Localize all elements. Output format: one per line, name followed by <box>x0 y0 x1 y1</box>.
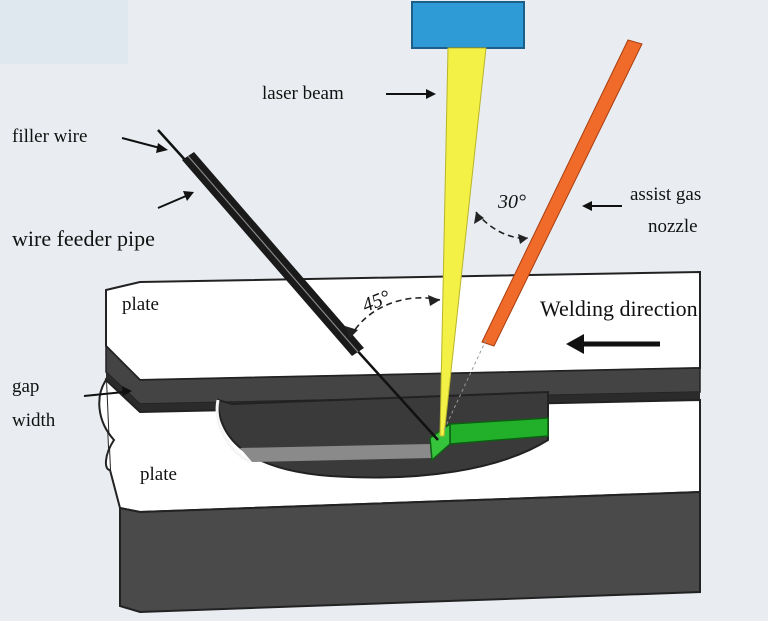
wire-feeder-pipe-label: wire feeder pipe <box>12 226 155 251</box>
wire-angle-arrowhead-1 <box>345 326 358 338</box>
width-label: width <box>12 410 56 431</box>
upper-plate-top <box>105 270 701 382</box>
nozzle-angle-arrowhead-1 <box>474 212 484 224</box>
pipe-highlight <box>187 155 359 353</box>
laser-beam <box>439 47 487 437</box>
nozzle-pointer-head <box>582 201 592 211</box>
laser-head <box>411 1 525 49</box>
assist-gas-nozzle <box>481 39 643 347</box>
nozzle-label: nozzle <box>648 216 698 237</box>
welding-direction-arrowhead <box>566 334 584 354</box>
assist-gas-label: assist gas <box>630 184 701 205</box>
weld-groove-floor <box>240 444 432 462</box>
filler-wire-pointer <box>121 137 161 149</box>
laser-beam-label: laser beam <box>262 83 344 104</box>
nozzle-angle-arc <box>475 211 529 239</box>
gap <box>106 372 700 412</box>
gap-width-pointer <box>83 391 125 397</box>
feeder-pipe-pointer <box>157 195 187 209</box>
filler-wire-pointer-head <box>156 143 168 153</box>
laser-beam-pointer-head <box>426 89 436 99</box>
lower-plate-label: plate <box>140 464 177 485</box>
nozzle-angle-arrowhead-2 <box>518 234 528 244</box>
gap-label: gap <box>12 376 39 397</box>
lower-plate-front <box>119 490 701 614</box>
nozzle-angle-label: 30° <box>497 191 526 213</box>
corner-patch <box>0 0 128 64</box>
upper-plate-label: plate <box>122 294 159 315</box>
feeder-pipe-pointer-head <box>183 191 194 201</box>
gap-width-pointer-head <box>122 386 132 396</box>
wire-angle-arrowhead-2 <box>428 295 440 306</box>
nozzle-axis <box>443 339 487 431</box>
filler-wire-label: filler wire <box>12 126 87 147</box>
weld-groove-lip <box>215 399 251 464</box>
welding-direction-label: Welding direction <box>540 296 698 321</box>
